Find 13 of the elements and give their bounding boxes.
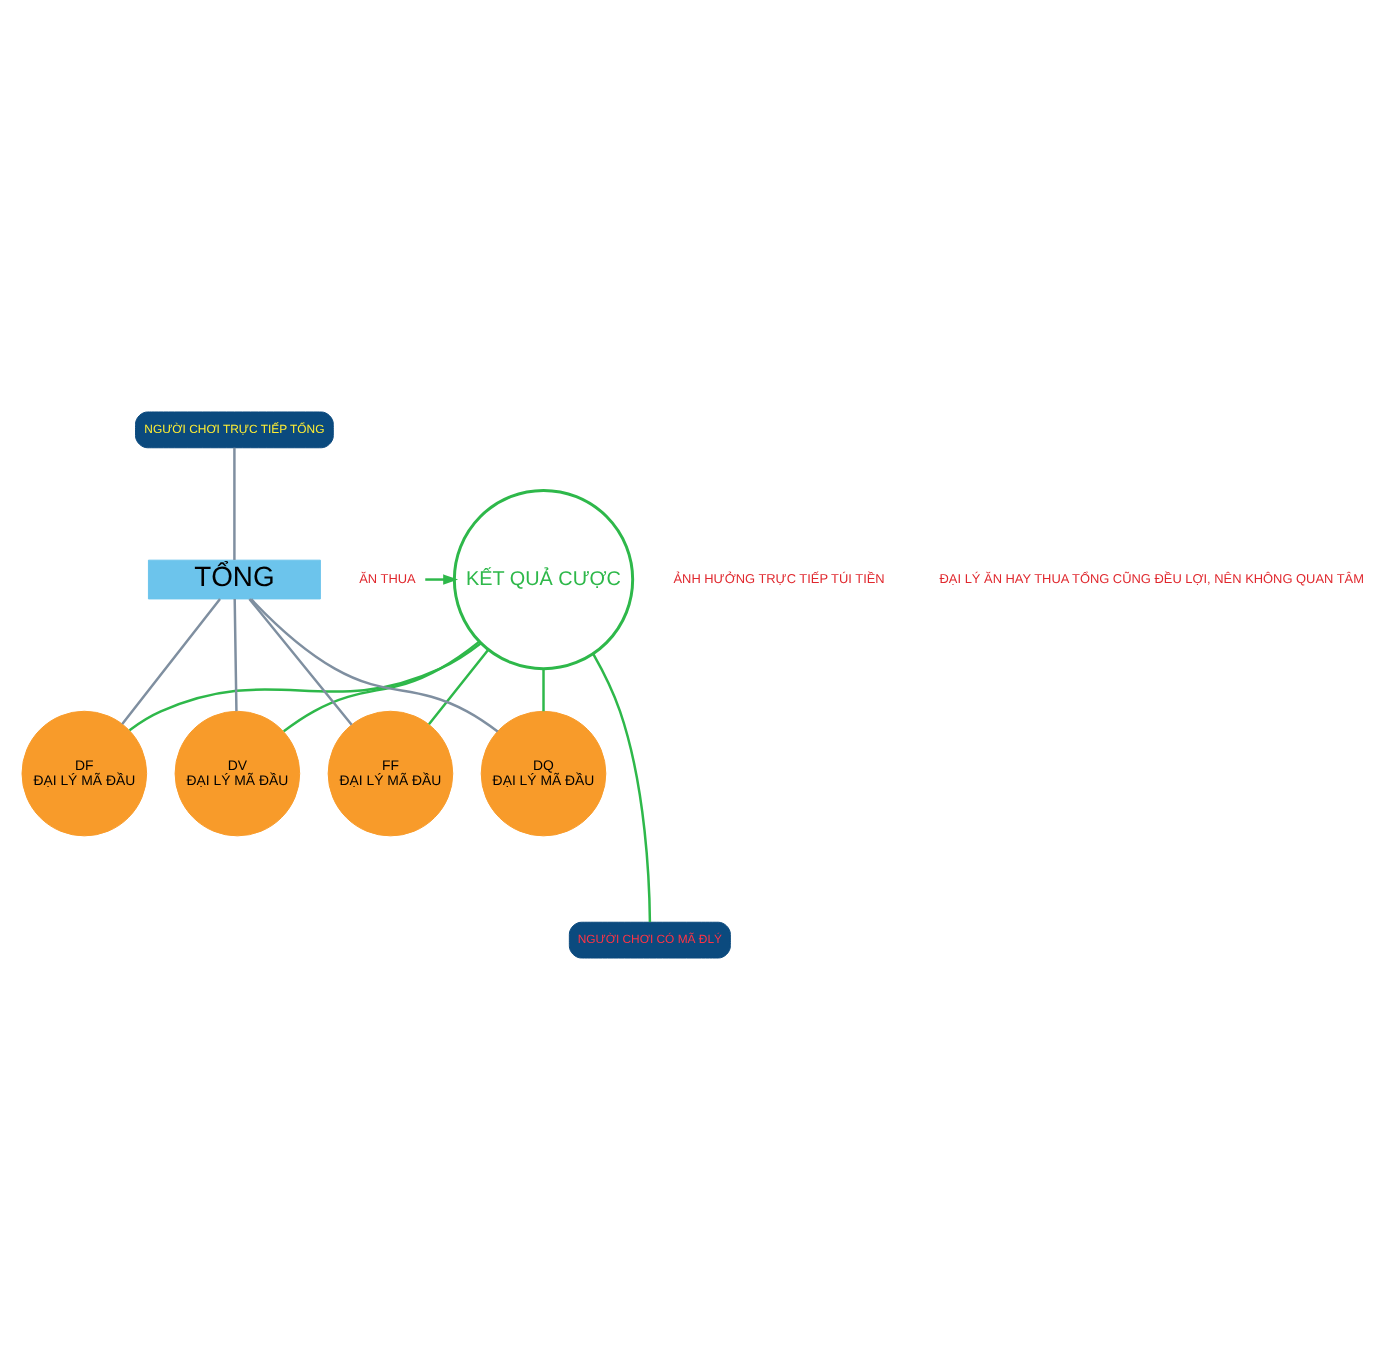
- node-circle: KẾT QUẢ CƯỢC: [452, 488, 635, 671]
- connector: [592, 653, 652, 923]
- connector: [283, 640, 481, 733]
- connector: [248, 598, 353, 726]
- connector: [128, 642, 482, 732]
- connector: [542, 668, 545, 712]
- node-box: TỔNG: [147, 559, 321, 600]
- connector: [428, 648, 490, 726]
- arrow: [425, 574, 459, 585]
- connector: [233, 598, 238, 712]
- connector: [121, 598, 221, 725]
- connector: [250, 598, 499, 733]
- connector: [233, 447, 236, 560]
